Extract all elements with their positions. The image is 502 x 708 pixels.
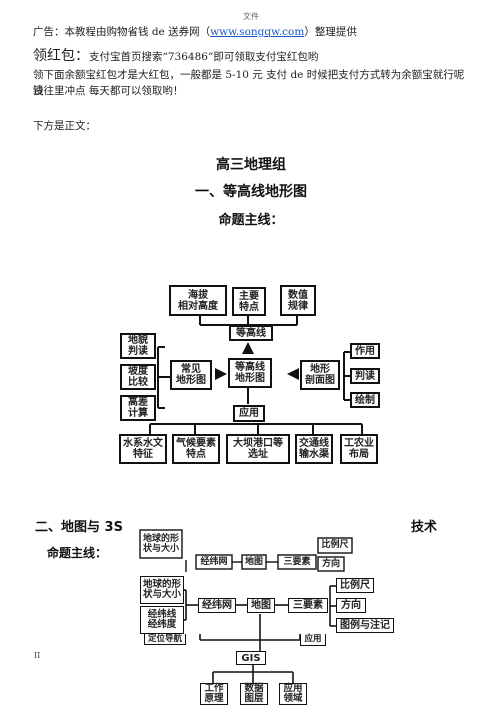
box-lat-long-lines: 经纬线 经纬度 bbox=[140, 606, 184, 634]
box-transport: 交通线 输水渠 bbox=[295, 434, 333, 464]
ad-line-1-pre: 广告：本教程由购物省钱 de 送券网（ bbox=[33, 26, 211, 38]
section1-subheading: 命题主线： bbox=[218, 213, 284, 228]
box-height-diff: 高差 计算 bbox=[120, 395, 156, 421]
section2-subheading: 命题主线： bbox=[47, 546, 108, 560]
box-industry: 工农业 布局 bbox=[340, 434, 378, 464]
box-contour-lines: 等高线 bbox=[229, 325, 273, 341]
box-climate: 气候要素 特点 bbox=[172, 434, 220, 464]
box-landform-reading: 地貌 判读 bbox=[120, 333, 156, 359]
margin-mark: II bbox=[34, 651, 41, 660]
box-function: 作用 bbox=[350, 343, 380, 359]
ghost-shape-label: 地球的形 状与大小 bbox=[142, 534, 179, 554]
ghost-grid-label: 经纬网 bbox=[200, 556, 228, 567]
ghost-scale-label: 比例尺 bbox=[321, 540, 349, 550]
ad-link[interactable]: www.songqw.com bbox=[210, 26, 305, 38]
ad-line-3: 领下面余额宝红包才是大红包，一般都是 5-10 元 支付 de 时候把支付方式转… bbox=[33, 69, 465, 97]
box-dam-siting: 大坝港口等 选址 bbox=[226, 434, 290, 464]
page-header: 文件 bbox=[243, 12, 259, 21]
box-altitude: 海拔 相对高度 bbox=[169, 285, 227, 316]
section2-heading: 二、地图与 3S bbox=[35, 520, 123, 535]
ad-line-2: 领红包：支付宝首页搜索“736486”即可领取支付宝红包哟 bbox=[33, 45, 318, 65]
box-application-fields: 应用 领域 bbox=[279, 683, 307, 705]
ghost-direction-label: 方向 bbox=[321, 558, 340, 569]
ad-line-2-rest: 支付宝首页搜索“736486”即可领取支付宝红包哟 bbox=[89, 51, 319, 63]
intro-text: 下方是正文： bbox=[33, 120, 96, 132]
box-data-layers: 数据 图层 bbox=[240, 683, 268, 705]
box-earth-shape: 地球的形 状与大小 bbox=[140, 576, 184, 604]
box-slope-compare: 坡度 比较 bbox=[120, 364, 156, 390]
ad-line-1-post: ）整理提供 bbox=[304, 26, 357, 38]
box-section-profile: 地形 剖面图 bbox=[300, 360, 340, 390]
box-gis: GIS bbox=[236, 651, 266, 665]
box-graticule: 经纬网 bbox=[198, 598, 236, 613]
box-draw: 绘制 bbox=[350, 392, 380, 408]
ad-red-envelope-label: 领红包： bbox=[33, 48, 89, 64]
box-interpret: 判读 bbox=[350, 368, 380, 384]
ad-line-4: 钱往里冲点 每天都可以领取哟！ bbox=[33, 85, 184, 97]
box-application: 应用 bbox=[233, 405, 265, 422]
box-legend-notes: 图例与注记 bbox=[336, 618, 394, 633]
section2-heading-right: 技术 bbox=[411, 520, 438, 535]
section1-heading: 一、等高线地形图 bbox=[195, 184, 307, 200]
box-positioning: 定位导航 bbox=[144, 634, 186, 645]
box-app-partial: 应用 bbox=[300, 634, 326, 646]
ad-line-1: 广告：本教程由购物省钱 de 送券网（www.songqw.com）整理提供 bbox=[33, 24, 357, 40]
box-value-rules: 数值 规律 bbox=[280, 285, 316, 316]
box-map: 地图 bbox=[247, 598, 275, 613]
ghost-three-elements-label: 三要素 bbox=[283, 556, 311, 567]
box-direction: 方向 bbox=[336, 598, 366, 613]
box-main-features: 主要 特点 bbox=[232, 287, 266, 316]
box-three-elements: 三要素 bbox=[288, 598, 328, 613]
box-water-hydro: 水系水文 特征 bbox=[119, 434, 167, 464]
box-scale: 比例尺 bbox=[336, 578, 374, 593]
box-working-principle: 工作 原理 bbox=[200, 683, 228, 705]
box-common-maps: 常见 地形图 bbox=[170, 360, 212, 390]
ghost-map-label: 地图 bbox=[244, 556, 263, 567]
box-contour-map: 等高线 地形图 bbox=[228, 358, 272, 388]
doc-title: 高三地理组 bbox=[216, 157, 286, 173]
